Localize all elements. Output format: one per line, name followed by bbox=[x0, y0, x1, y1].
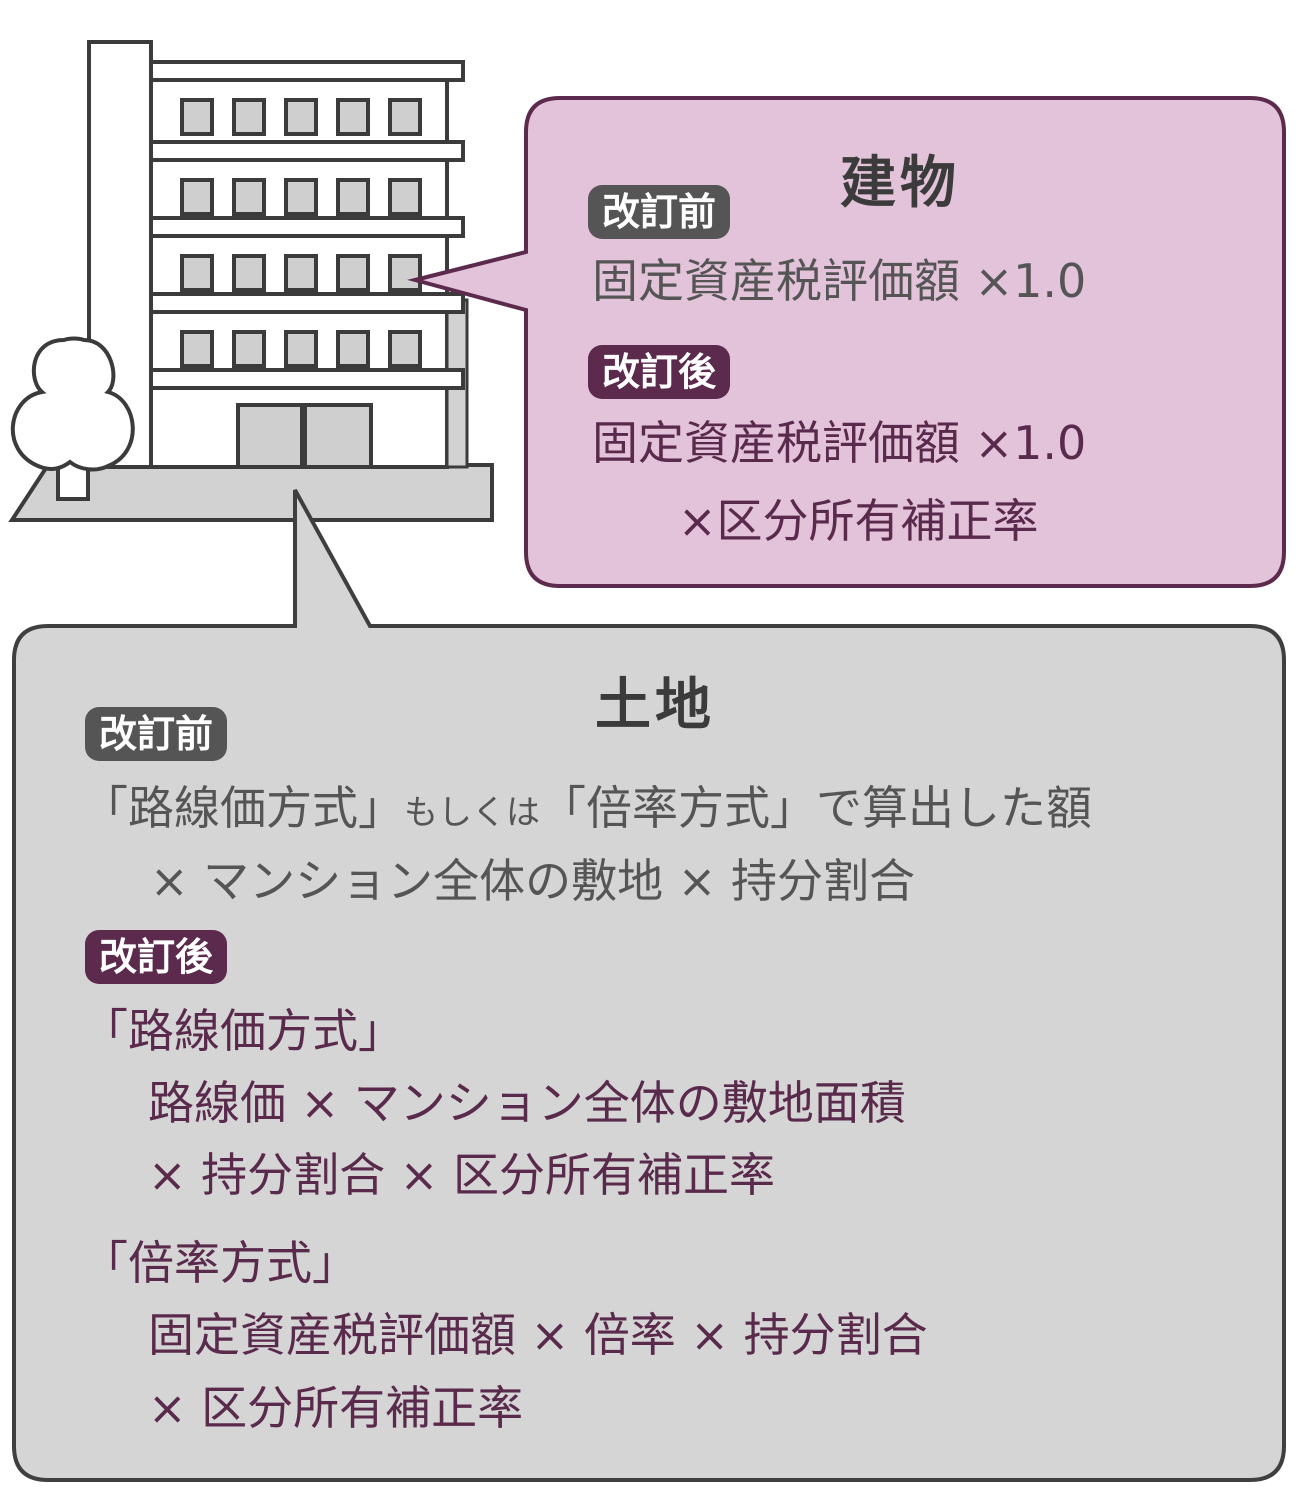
building-before-formula: 固定資産税評価額 ×1.0 bbox=[592, 254, 1087, 308]
building-entrance-right bbox=[303, 403, 373, 469]
land-after-bairitsu-line1: 固定資産税評価額 × 倍率 × 持分割合 bbox=[148, 1308, 928, 1362]
land-bubble bbox=[12, 489, 1286, 1482]
ground bbox=[8, 463, 494, 522]
building-floors bbox=[149, 60, 465, 390]
land-before-rosenka: 「路線価方式」 bbox=[82, 781, 404, 835]
building-floor-slab bbox=[149, 140, 465, 162]
building-floor-slab bbox=[149, 292, 465, 314]
land-title: 土地 bbox=[595, 673, 715, 738]
building-window bbox=[180, 98, 214, 136]
building-window bbox=[180, 330, 214, 368]
building-window bbox=[232, 178, 266, 216]
building-window bbox=[180, 254, 214, 292]
building-window bbox=[232, 330, 266, 368]
building-title: 建物 bbox=[840, 151, 960, 216]
building-window bbox=[232, 98, 266, 136]
building-after-formula-line1: 固定資産税評価額 ×1.0 bbox=[592, 416, 1087, 470]
land-before-line1: 「路線価方式」もしくは「倍率方式」で算出した額 bbox=[82, 785, 1092, 831]
land-before-bairitsu: 「倍率方式」で算出した額 bbox=[540, 781, 1092, 835]
building-floor-slab bbox=[149, 368, 465, 390]
land-after-rosenka-line1: 路線価 × マンション全体の敷地面積 bbox=[148, 1076, 906, 1130]
land-before-line2: × マンション全体の敷地 × 持分割合 bbox=[150, 854, 915, 908]
building-window bbox=[336, 330, 370, 368]
building-window bbox=[284, 254, 318, 292]
building-window bbox=[180, 178, 214, 216]
building-floor-slab bbox=[149, 216, 465, 238]
building-after-badge: 改訂後 bbox=[588, 345, 731, 399]
building-window bbox=[336, 254, 370, 292]
building-window bbox=[232, 254, 266, 292]
building-after-formula-line2: ×区分所有補正率 bbox=[678, 494, 1039, 548]
building-window bbox=[284, 178, 318, 216]
building-window bbox=[336, 98, 370, 136]
building-window bbox=[336, 178, 370, 216]
building-before-badge: 改訂前 bbox=[588, 185, 731, 239]
building-window bbox=[284, 98, 318, 136]
tree-icon bbox=[11, 336, 135, 501]
land-after-bairitsu-line2: × 区分所有補正率 bbox=[148, 1381, 524, 1435]
building-floor-slab bbox=[149, 60, 465, 82]
building-window bbox=[284, 330, 318, 368]
land-after-bairitsu-heading: 「倍率方式」 bbox=[82, 1236, 358, 1290]
land-after-badge: 改訂後 bbox=[85, 930, 228, 984]
land-after-rosenka-heading: 「路線価方式」 bbox=[82, 1004, 404, 1058]
building-entrance-left bbox=[236, 403, 304, 469]
building-window bbox=[388, 98, 422, 136]
building-window bbox=[388, 330, 422, 368]
building-window bbox=[388, 254, 422, 292]
building-illustration bbox=[87, 40, 469, 469]
building-window bbox=[388, 178, 422, 216]
land-before-or: もしくは bbox=[404, 793, 540, 833]
land-before-badge: 改訂前 bbox=[85, 707, 228, 761]
land-after-rosenka-line2: × 持分割合 × 区分所有補正率 bbox=[148, 1148, 775, 1202]
